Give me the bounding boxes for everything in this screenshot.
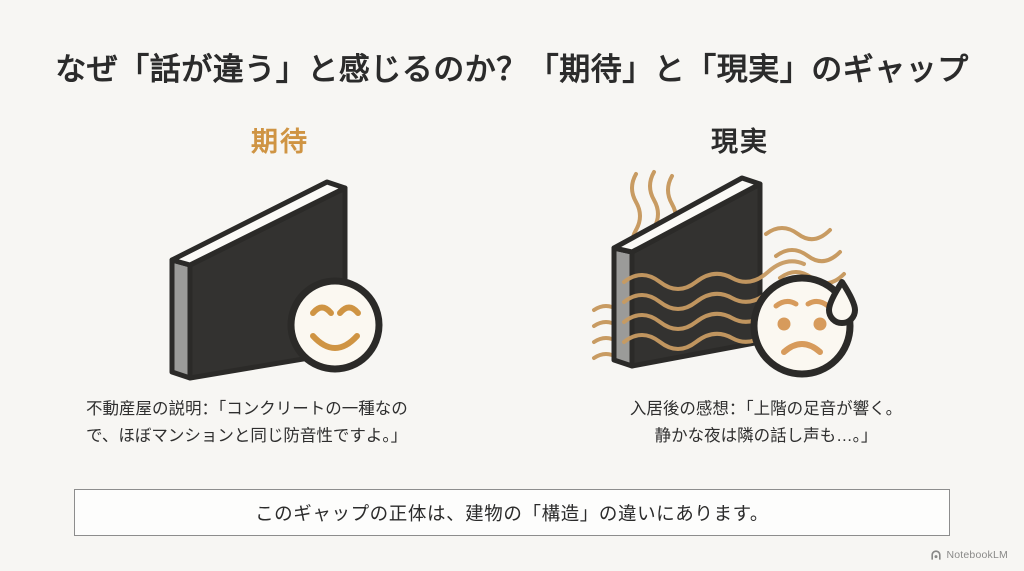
wall-left-side [169, 257, 193, 381]
sweat-drop-icon [826, 279, 858, 326]
illustration-reality [580, 160, 920, 395]
caption-expectation: 不動産屋の説明：「コンクリートの一種なの で、ほぼマンションと同じ防音性ですよ。… [86, 400, 408, 446]
wall-top-face [169, 179, 348, 268]
column-heading-expectation: 期待 [251, 127, 309, 157]
wall-slab-plain-svg [169, 179, 383, 381]
caption-reality: 入居後の感想：「上階の足音が響く。 静かな夜は隣の話し声も…。」 [629, 400, 903, 446]
worried-face-with-sweat-icon [750, 274, 858, 378]
conclusion-box: このギャップの正体は、建物の「構造」の違いにあります。 [74, 489, 950, 536]
watermark: NotebookLM [930, 549, 1008, 561]
notebooklm-logo-icon [931, 550, 942, 560]
watermark-label: NotebookLM [946, 549, 1008, 561]
column-heading-reality: 現実 [711, 127, 769, 157]
illustration-expectation [150, 160, 450, 395]
wall-top-face [611, 175, 763, 255]
wall-slab-sound-svg [592, 170, 858, 378]
conclusion-text: このギャップの正体は、建物の「構造」の違いにあります。 [255, 502, 769, 524]
page-title: なぜ「話が違う」と感じるのか？「期待」と「現実」のギャップ [55, 52, 969, 87]
smiling-face-icon [287, 277, 383, 373]
wall-left-side [611, 245, 635, 369]
